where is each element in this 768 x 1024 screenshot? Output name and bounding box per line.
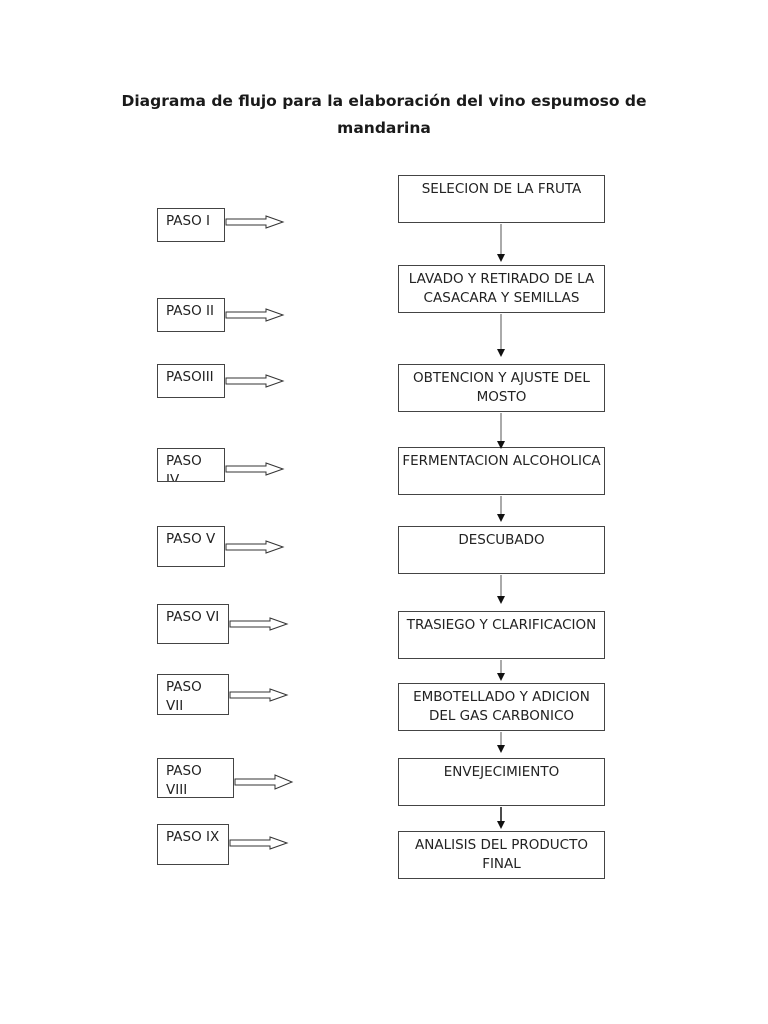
- step-box-5: DESCUBADO: [398, 526, 605, 574]
- paso-label-4: PASO IV: [157, 448, 225, 482]
- paso-arrow-7: [229, 688, 289, 702]
- paso-label-6: PASO VI: [157, 604, 229, 644]
- diagram-title: Diagrama de flujo para la elaboración de…: [121, 92, 647, 137]
- step-box-2: LAVADO Y RETIRADO DE LA CASACARA Y SEMIL…: [398, 265, 605, 313]
- paso-arrow-6: [229, 617, 289, 631]
- paso-arrow-4: [225, 462, 285, 476]
- paso-label-2: PASO II: [157, 298, 225, 332]
- paso-label-5: PASO V: [157, 526, 225, 567]
- paso-arrow-3: [225, 374, 285, 388]
- step-box-3: OBTENCION Y AJUSTE DEL MOSTO: [398, 364, 605, 412]
- step-box-8: ENVEJECIMIENTO: [398, 758, 605, 806]
- step-box-9: ANALISIS DEL PRODUCTO FINAL: [398, 831, 605, 879]
- paso-arrow-2: [225, 308, 285, 322]
- paso-label-3: PASOIII: [157, 364, 225, 398]
- paso-label-8: PASO VIII: [157, 758, 234, 798]
- step-box-6: TRASIEGO Y CLARIFICACION: [398, 611, 605, 659]
- paso-arrow-1: [225, 215, 285, 229]
- paso-arrows: [225, 215, 294, 850]
- step-box-7: EMBOTELLADO Y ADICION DEL GAS CARBONICO: [398, 683, 605, 731]
- paso-label-9: PASO IX: [157, 824, 229, 865]
- step-box-4: FERMENTACION ALCOHOLICA: [398, 447, 605, 495]
- flow-arrows: [497, 224, 505, 829]
- paso-label-1: PASO I: [157, 208, 225, 242]
- paso-arrow-9: [229, 836, 289, 850]
- paso-arrow-5: [225, 540, 285, 554]
- step-box-1: SELECION DE LA FRUTA: [398, 175, 605, 223]
- paso-arrow-8: [234, 774, 294, 790]
- paso-label-7: PASO VII: [157, 674, 229, 715]
